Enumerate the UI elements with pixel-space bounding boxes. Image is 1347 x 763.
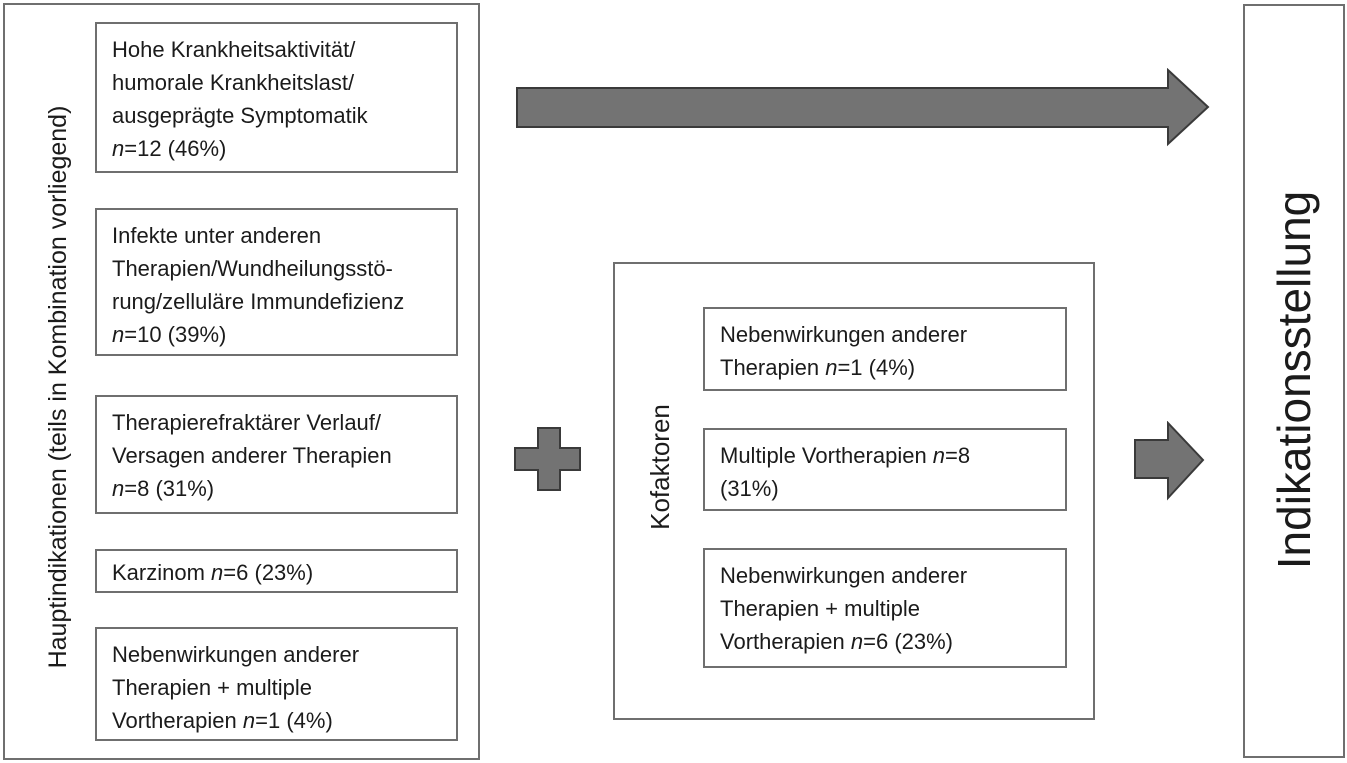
indication-decision-panel bbox=[1243, 4, 1345, 758]
indication-box-therapy-refractory: Therapierefraktärer Verlauf/Versagen and… bbox=[95, 395, 458, 514]
main-indications-label: Hauptindikationen (teils in Kombination … bbox=[44, 105, 72, 669]
indication-decision-label: Indikationsstellung bbox=[1268, 190, 1320, 570]
indication-box-carcinoma: Karzinom n=6 (23%) bbox=[95, 549, 458, 593]
plus-icon bbox=[514, 427, 581, 491]
cofactor-box-multiple-pretherapies: Multiple Vortherapien n=8(31%) bbox=[703, 428, 1067, 511]
arrow-right-middle-icon bbox=[1134, 421, 1205, 501]
arrow-right-top-icon bbox=[516, 68, 1210, 147]
cofactors-label: Kofaktoren bbox=[645, 404, 675, 530]
indication-box-high-disease-activity: Hohe Krankheitsaktivität/humorale Krankh… bbox=[95, 22, 458, 173]
